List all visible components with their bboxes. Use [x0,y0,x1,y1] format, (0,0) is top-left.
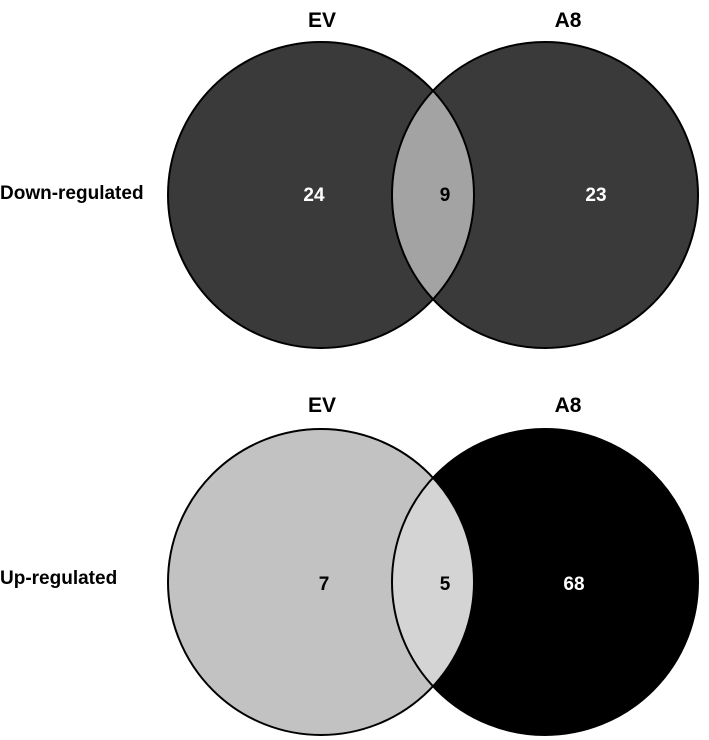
set-label-ev-up: EV [308,394,336,417]
circle-ev-up [168,429,474,735]
circle-a8-down [392,42,698,348]
count-a8-only-up: 68 [563,574,584,595]
row-label-down-regulated: Down-regulated [0,183,144,204]
circle-a8-up [392,429,698,735]
venn-diagram-down-regulated: EV A8 Down-regulated 24 9 23 [0,9,699,349]
circle-outline-a8-down [391,41,699,349]
set-label-a8-down: A8 [555,9,582,32]
count-ev-only-up: 7 [319,574,330,595]
circle-outline-a8-up [391,428,699,736]
circle-outline-ev-down [167,41,475,349]
set-label-a8-up: A8 [555,394,582,417]
venn-diagram-up-regulated: EV A8 Up-regulated 7 5 68 [0,394,699,736]
count-overlap-up: 5 [440,574,451,595]
count-overlap-down: 9 [440,185,451,206]
count-a8-only-down: 23 [585,185,606,206]
circle-ev-down [168,42,474,348]
circle-outline-ev-up [167,428,475,736]
set-label-ev-down: EV [308,9,336,32]
count-ev-only-down: 24 [303,185,325,206]
row-label-up-regulated: Up-regulated [0,568,117,589]
